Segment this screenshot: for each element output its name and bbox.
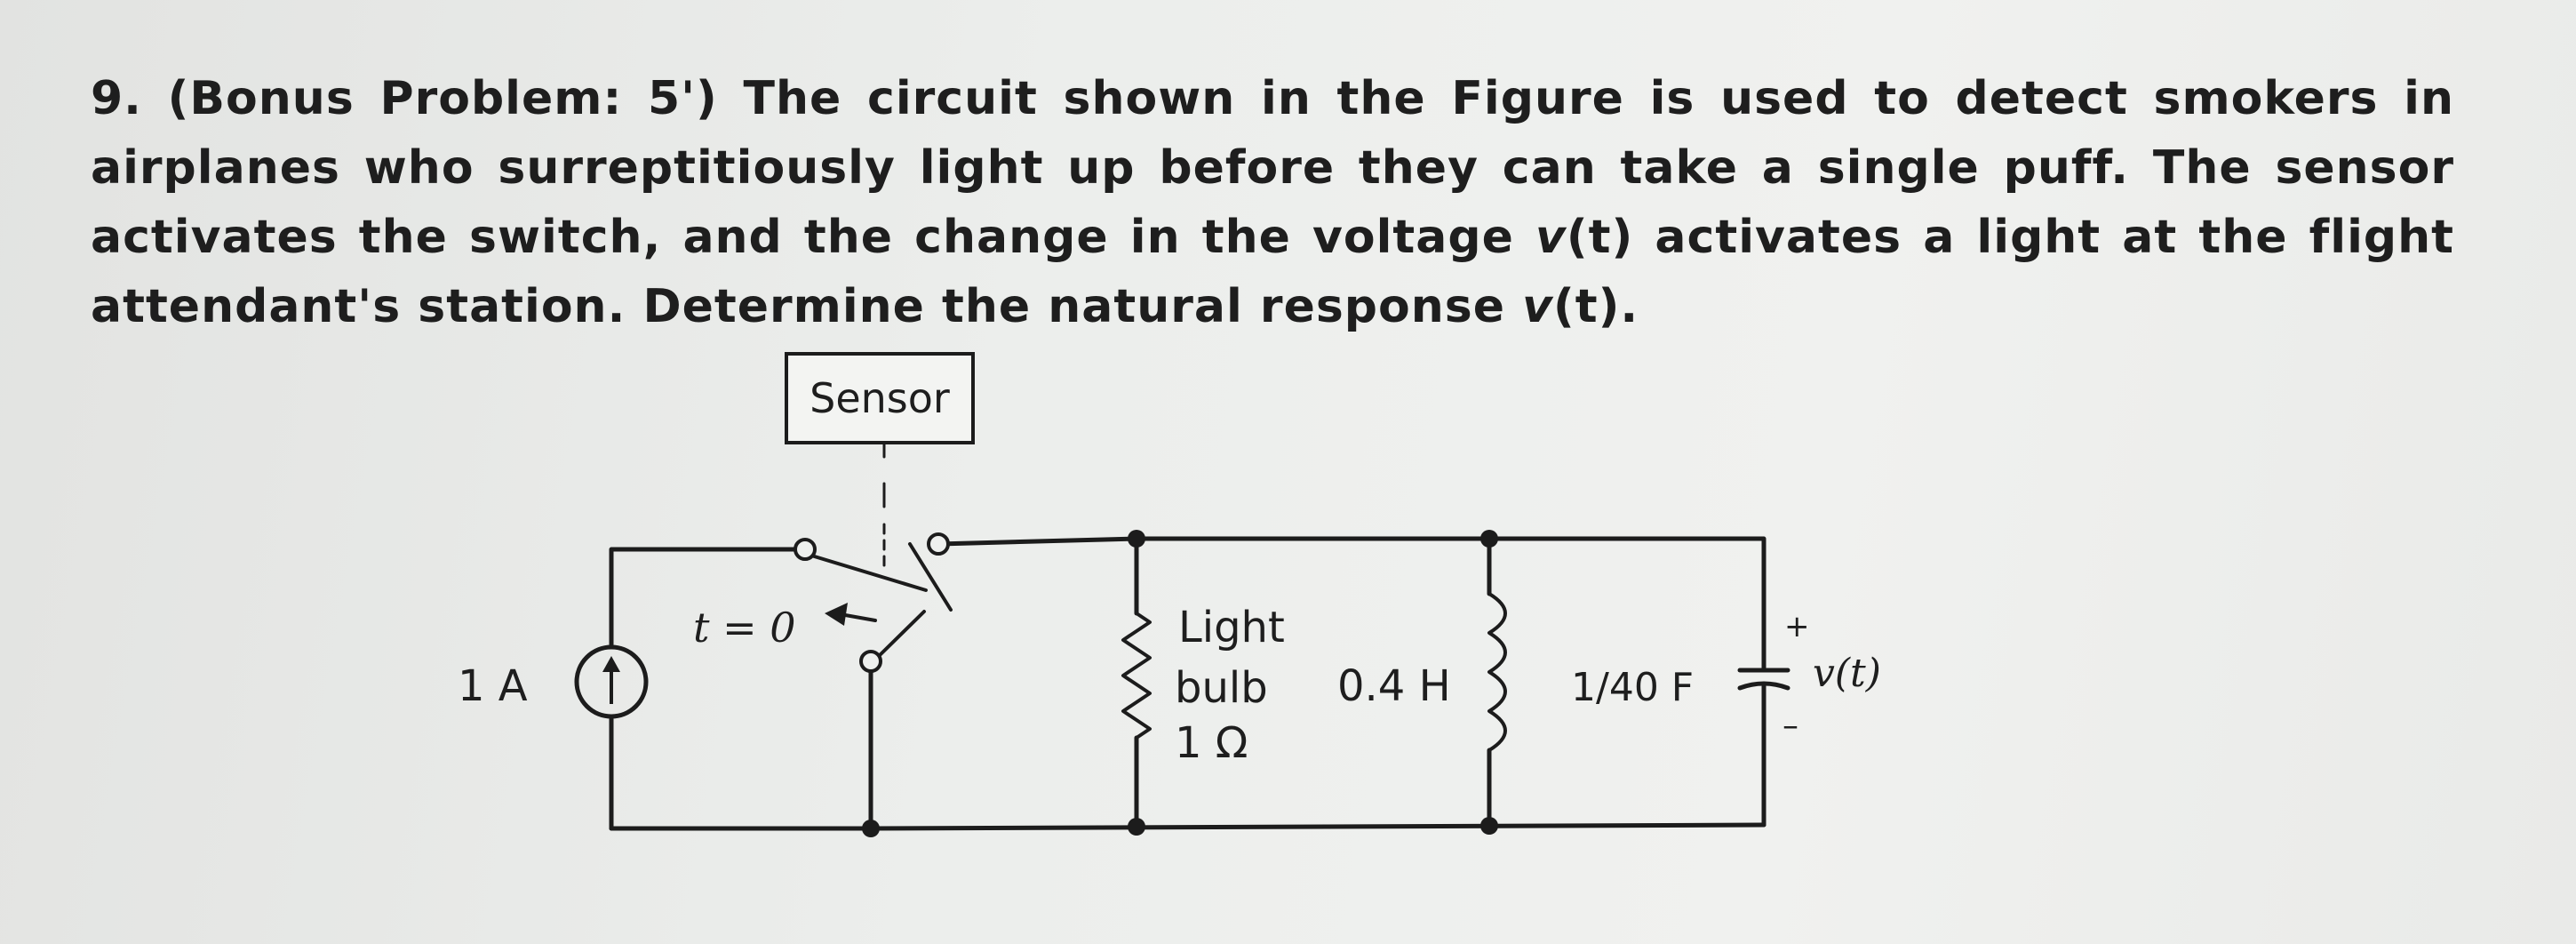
junction-dot-bottom <box>862 820 880 837</box>
voltage-variable: v <box>1535 211 1567 264</box>
switch-contact-lower <box>859 650 882 673</box>
problem-text-part-1: (Bonus Problem: 5') The circuit shown in… <box>91 72 2455 264</box>
bulb-label-line3: 1 Ω <box>1175 718 1248 768</box>
junction-dot-top-2 <box>1480 530 1498 548</box>
voltage-label: v(t) <box>1813 651 1881 696</box>
sensor-label: Sensor <box>809 374 950 422</box>
sensor-box <box>785 352 975 444</box>
voltage-minus-sign: – <box>1782 708 1798 744</box>
inductor-coil <box>1487 592 1507 752</box>
voltage-plus-sign: + <box>1784 609 1810 644</box>
junction-dot-bottom-2 <box>1128 818 1145 836</box>
source-label: 1 A <box>458 661 528 711</box>
bulb-label-line1: Light <box>1178 603 1285 652</box>
wire-left-loop <box>609 547 802 650</box>
junction-dot-top <box>1128 530 1145 548</box>
switch-blade-lower <box>873 610 926 661</box>
switch-blade-crossing <box>908 542 953 612</box>
problem-number: 9. <box>91 72 142 125</box>
switch-time-label: t = 0 <box>693 604 796 652</box>
switch-contact-left <box>794 538 817 561</box>
switch-contact-right <box>927 532 950 556</box>
switch-arrow-head <box>825 603 848 626</box>
current-source-arrowhead <box>602 656 620 672</box>
problem-text: 9. (Bonus Problem: 5') The circuit shown… <box>91 64 2454 341</box>
capacitor-bottom-plate <box>1737 681 1790 691</box>
wire-bottom <box>609 822 1767 831</box>
current-source <box>574 644 649 719</box>
switch-blade-upper <box>807 553 928 592</box>
bulb-label-line2: bulb <box>1175 663 1268 713</box>
wire-top-right <box>936 536 1767 636</box>
junction-dot-bottom-3 <box>1480 817 1498 835</box>
capacitor-label: 1/40 F <box>1571 665 1694 710</box>
voltage-variable-2: v <box>1522 280 1553 333</box>
inductor-label: 0.4 H <box>1337 661 1451 711</box>
problem-text-part-2: (t) activates a light at the flight atte… <box>91 211 2455 333</box>
problem-text-part-3: (t). <box>1553 280 1639 333</box>
bulb-resistor-zigzag <box>1121 612 1152 740</box>
